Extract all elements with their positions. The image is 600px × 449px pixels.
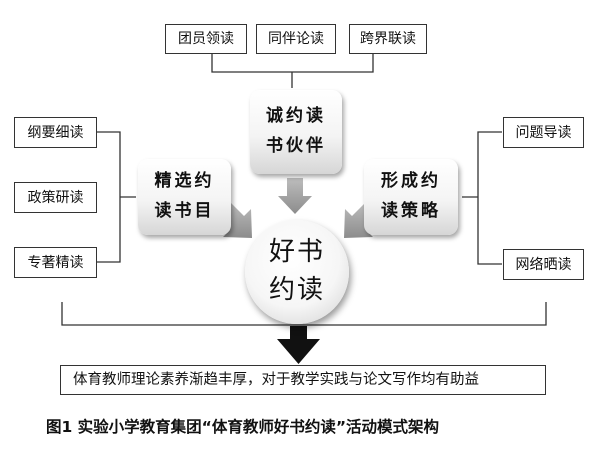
pillar-book-list-line-2: 读书目 <box>154 201 215 221</box>
right-node-2: 网络晒读 <box>503 249 584 280</box>
bottom-bracket <box>61 302 547 326</box>
pillar-partners: 诚约读 书伙伴 <box>250 90 342 174</box>
figure-caption: 图1 实验小学教育集团“体育教师好书约读”活动模式架构 <box>46 418 440 436</box>
right-node-1: 问题导读 <box>503 117 584 148</box>
core-line-2: 约读 <box>268 275 325 305</box>
pillar-strategy: 形成约 读策略 <box>364 159 458 235</box>
top-node-2: 同伴论读 <box>256 24 336 54</box>
top-node-1: 团员领读 <box>165 24 247 54</box>
core-line-1: 好书 <box>268 237 325 268</box>
core-circle: 好书 约读 <box>245 220 349 324</box>
pillar-strategy-line-2: 读策略 <box>381 201 441 221</box>
left-bracket <box>96 131 136 263</box>
pillar-strategy-line-1: 形成约 <box>381 171 441 192</box>
pillar-book-list-line-1: 精选约 <box>154 171 215 192</box>
left-node-1: 纲要细读 <box>14 117 97 148</box>
result-box: 体育教师理论素养渐趋丰厚，对于教学实践与论文写作均有助益 <box>60 365 546 395</box>
arrow-result-down <box>277 326 320 364</box>
right-bracket <box>462 131 502 265</box>
top-bracket <box>211 53 374 88</box>
pillar-book-list: 精选约 读书目 <box>138 159 231 235</box>
pillar-partners-line-2: 书伙伴 <box>266 136 326 156</box>
left-node-3: 专著精读 <box>14 247 97 278</box>
top-node-3: 跨界联读 <box>349 24 427 54</box>
pillar-partners-line-1: 诚约读 <box>266 106 326 127</box>
left-node-2: 政策研读 <box>14 182 97 213</box>
arrow-center-down <box>278 178 312 214</box>
